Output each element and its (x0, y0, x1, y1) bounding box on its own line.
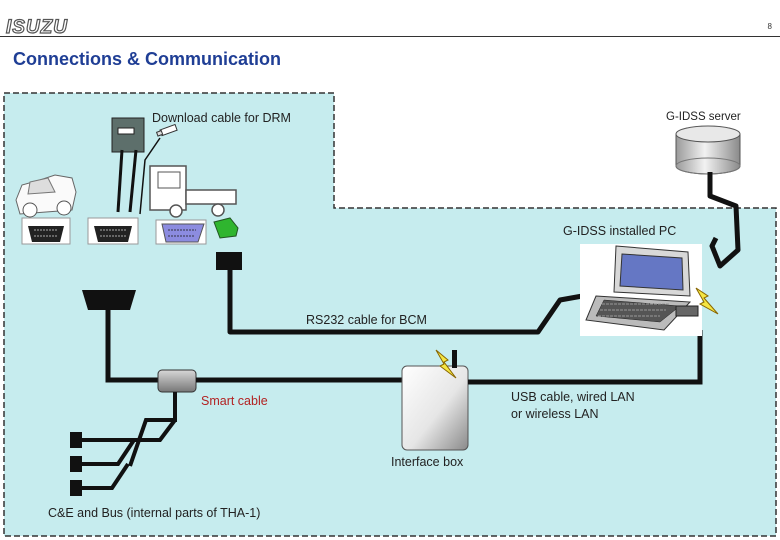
obd-connector-2 (87, 217, 139, 245)
bus-branch-3 (78, 462, 130, 490)
interface-box-label: Interface box (391, 455, 464, 469)
wireless-bolt-interface (435, 349, 457, 379)
obd-connector-1 (21, 217, 71, 245)
server-cable (707, 172, 741, 269)
page-number: 8 (767, 22, 772, 31)
usb-cable-label-line1: USB cable, wired LAN (511, 390, 635, 404)
header-divider (0, 36, 780, 37)
interface-box (401, 365, 469, 451)
isuzu-logo: ISUZU (5, 17, 68, 38)
internal-parts-label: C&E and Bus (internal parts of THA-1) (48, 506, 261, 520)
page-title: Connections & Communication (13, 49, 282, 69)
wireless-bolt-pc (695, 287, 719, 315)
download-cable-label: Download cable for DRM (152, 111, 291, 125)
bus-plug-2 (70, 456, 82, 472)
rs232-connector (216, 252, 242, 270)
obd-connector-purple (155, 219, 207, 245)
drm-cable-2 (128, 149, 138, 213)
usb-cable-label-line2: or wireless LAN (511, 407, 599, 421)
connector-green (213, 217, 239, 239)
truck-icon (149, 165, 237, 218)
smart-cable-module (157, 369, 197, 393)
rs232-cable (227, 270, 606, 335)
download-cable-plug (155, 123, 178, 137)
usb-lan-cable (468, 330, 703, 385)
laptop-pc-icon (580, 244, 702, 336)
smart-cable-label: Smart cable (201, 394, 268, 408)
gidss-pc-label: G-IDSS installed PC (563, 224, 677, 238)
drm-download-box (111, 117, 145, 153)
bus-branch-2 (78, 438, 136, 466)
gidss-server-label: G-IDSS server (666, 111, 741, 123)
bus-plug-3 (70, 480, 82, 496)
drm-cable (116, 149, 124, 213)
rs232-cable-label: RS232 cable for BCM (306, 313, 427, 327)
dlc-connector (82, 290, 136, 310)
bus-branch-1 (78, 418, 177, 442)
smart-cable-tail (128, 392, 177, 467)
interface-box-antenna (452, 350, 457, 368)
bus-plug-1 (70, 432, 82, 448)
smart-cable-line (105, 308, 160, 383)
download-cable (139, 137, 161, 215)
pickup-vehicle-icon (15, 174, 77, 218)
gidss-server-icon (675, 125, 741, 175)
